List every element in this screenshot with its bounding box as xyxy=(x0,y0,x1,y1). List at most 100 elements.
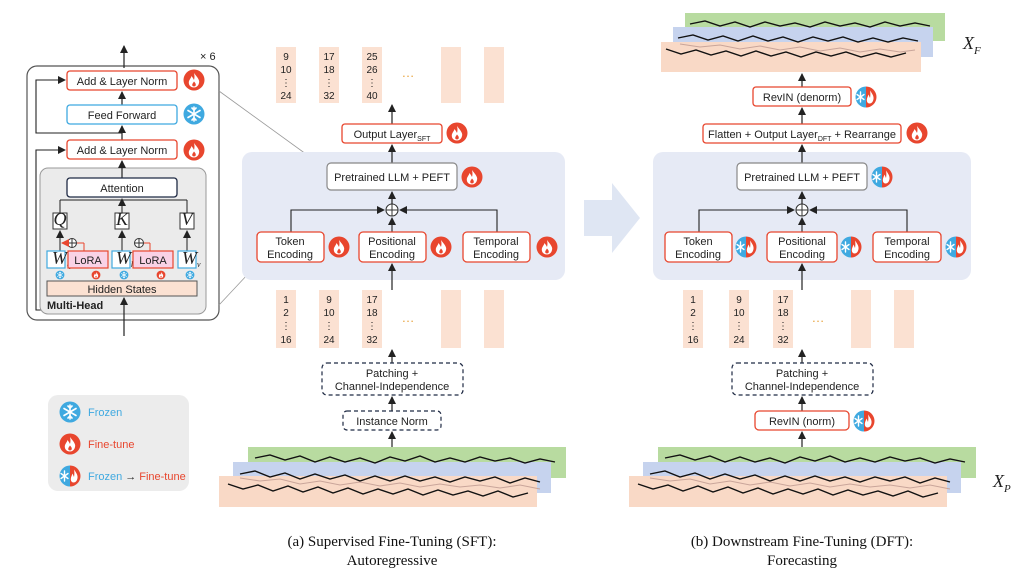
sft-top-cell: 24 xyxy=(280,91,292,102)
sft-bottom-col-5 xyxy=(484,290,504,348)
k-label: K xyxy=(115,209,129,229)
sft-top-cell: 17 xyxy=(323,52,335,63)
dft-temp-l2: Encoding xyxy=(884,249,930,261)
frozen-to-finetune-icon xyxy=(852,409,876,433)
sft-series-line-3 xyxy=(227,483,529,498)
sft-bottom-cell: 24 xyxy=(323,335,335,346)
dft-bottom-ellipsis: … xyxy=(812,310,825,325)
sft-series-line-1 xyxy=(254,454,556,464)
sft-temporal-encoding xyxy=(462,231,531,263)
feed-forward-block xyxy=(66,104,178,125)
dft-panel: XF RevIN (denorm) Flatten + Output Layer… xyxy=(629,13,1011,569)
sft-bottom-cell: ⋮ xyxy=(367,321,377,332)
svg-text:Output LayerSFT: Output LayerSFT xyxy=(354,129,432,143)
dft-out-line-3 xyxy=(665,48,907,58)
sft-top-col-5 xyxy=(484,47,504,103)
frozen-to-finetune-icon xyxy=(734,235,758,259)
dft-bottom-cell: ⋮ xyxy=(778,321,788,332)
sft-bottom-cell: ⋮ xyxy=(281,321,291,332)
sft-top-cell: 26 xyxy=(366,65,378,76)
dft-bottom-cell: ⋮ xyxy=(734,321,744,332)
sft-token-l2: Encoding xyxy=(267,249,313,261)
fire-icon xyxy=(446,122,468,144)
sft-bottom-cell: 9 xyxy=(326,295,332,306)
sft-top-cell: 18 xyxy=(323,65,335,76)
svg-text:Flatten + Output LayerDFT + Re: Flatten + Output LayerDFT + Rearrange xyxy=(708,129,896,143)
feed-forward-label: Feed Forward xyxy=(88,110,156,122)
dft-flatten-output-block xyxy=(702,123,902,144)
repeat-count: × 6 xyxy=(200,51,216,63)
sft-output-layer-block xyxy=(341,123,443,144)
sft-bottom-cell: 16 xyxy=(280,335,292,346)
dft-revin-denorm-block xyxy=(752,86,852,107)
dft-series-line-1 xyxy=(664,454,966,464)
dft-positional-encoding xyxy=(766,231,838,263)
dft-flatten-post: + Rearrange xyxy=(831,129,896,141)
sft-top-cell: 25 xyxy=(366,52,378,63)
dft-series-line-4 xyxy=(649,477,951,490)
dft-bottom-cell: 9 xyxy=(736,295,742,306)
fire-icon xyxy=(461,166,483,188)
dft-patching-l1: Patching + xyxy=(776,368,828,380)
sft-bottom-cell: 2 xyxy=(283,308,289,319)
dft-bottom-col-4 xyxy=(851,290,871,348)
sft-bottom-cell: ⋮ xyxy=(324,321,334,332)
lora-k-label: LoRA xyxy=(139,255,167,267)
sft-caption-line2: Autoregressive xyxy=(347,553,438,569)
sft-positional-encoding xyxy=(358,231,427,263)
svg-text:Frozen→Fine-tune: Frozen→Fine-tune xyxy=(88,471,186,483)
fire-icon xyxy=(156,270,166,280)
sft-top-cell: 32 xyxy=(323,91,335,102)
legend-frozen-label: Frozen xyxy=(88,407,122,419)
fire-icon xyxy=(183,139,205,161)
sft-top-col-2 xyxy=(319,47,339,103)
v-label: V xyxy=(182,209,195,229)
sft-output-main: Output Layer xyxy=(354,129,418,141)
dft-pos-l1: Positional xyxy=(778,236,826,248)
sft-output-sub: SFT xyxy=(417,136,431,143)
dft-llm-label: Pretrained LLM + PEFT xyxy=(744,172,860,184)
wk-main: W xyxy=(116,248,133,268)
frozen-to-finetune-icon xyxy=(839,235,863,259)
dft-caption-line1: (b) Downstream Fine-Tuning (DFT): xyxy=(691,534,913,550)
fire-icon xyxy=(183,69,205,91)
dft-flatten-sub: DFT xyxy=(818,136,832,143)
lora-k-box xyxy=(132,250,174,269)
wk-box xyxy=(111,250,131,269)
dft-bottom-col-1 xyxy=(683,290,703,348)
dft-token-l1: Token xyxy=(683,236,712,248)
sft-llm-block xyxy=(326,162,458,191)
dft-bottom-cell: 24 xyxy=(733,335,745,346)
xp-sub: P xyxy=(1003,483,1011,495)
wv-main: W xyxy=(182,248,199,268)
frozen-to-finetune-icon xyxy=(870,165,894,189)
snowflake-icon xyxy=(119,270,129,280)
sft-pos-l2: Encoding xyxy=(369,249,415,261)
snowflake-icon xyxy=(182,102,206,126)
dft-token-encoding xyxy=(664,231,733,263)
dft-out-line-2 xyxy=(677,34,919,43)
sft-temp-l2: Encoding xyxy=(473,249,519,261)
dft-bottom-cell: 1 xyxy=(690,295,696,306)
dft-patching-block xyxy=(731,362,874,396)
sft-bottom-ellipsis: … xyxy=(402,310,415,325)
dft-bottom-cell: ⋮ xyxy=(688,321,698,332)
sft-top-cell: ⋮ xyxy=(367,78,377,89)
fire-icon xyxy=(59,433,81,455)
sft-patching-l2: Channel-Independence xyxy=(335,381,449,393)
dft-temporal-encoding xyxy=(872,231,942,263)
multi-head-label: Multi-Head xyxy=(47,300,103,312)
dft-revin-norm-block xyxy=(754,410,850,431)
dft-flatten-pre: Flatten + Output Layer xyxy=(708,129,818,141)
dft-bottom-cell: 32 xyxy=(777,335,789,346)
snowflake-icon xyxy=(58,400,82,424)
lora-q-label: LoRA xyxy=(74,255,102,267)
hidden-states-block xyxy=(46,280,198,297)
sft-caption-line1: (a) Supervised Fine-Tuning (SFT): xyxy=(287,534,496,550)
dft-bottom-cell: 2 xyxy=(690,308,696,319)
sft-instance-norm-block xyxy=(342,410,442,431)
sft-series-line-4 xyxy=(239,477,541,490)
sft-bottom-cell: 10 xyxy=(323,308,335,319)
xf-main: X xyxy=(962,33,975,53)
dft-bottom-cell: 10 xyxy=(733,308,745,319)
